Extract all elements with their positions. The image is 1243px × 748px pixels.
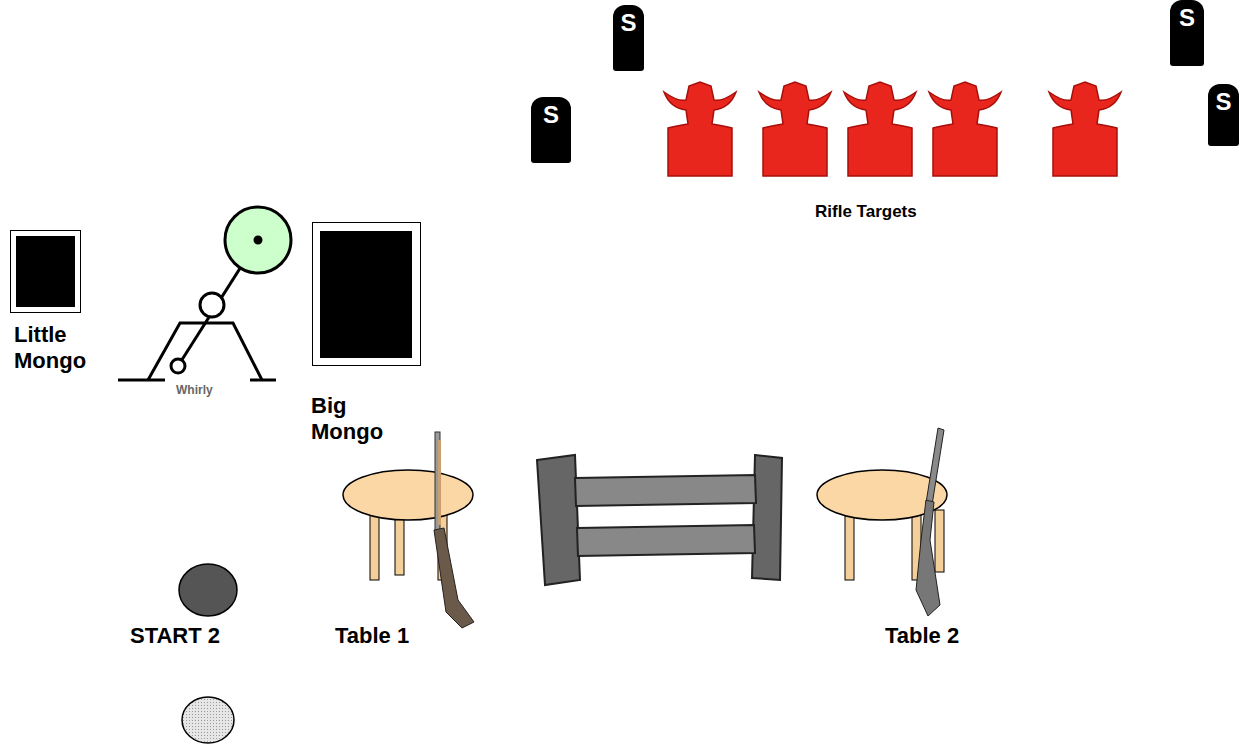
cowboy-target	[1049, 82, 1121, 176]
shooter-plate: S	[1170, 0, 1204, 66]
shooter-plate: S	[531, 97, 571, 163]
table-1	[343, 470, 473, 580]
cowboy-target	[759, 82, 831, 176]
whirly-target	[118, 207, 291, 380]
fence	[537, 455, 782, 585]
target-label: Rifle Targets	[815, 202, 917, 222]
rifle	[434, 432, 474, 628]
table-label: Table 1	[335, 623, 409, 649]
plate-letter: S	[531, 97, 571, 127]
plate-letter: S	[1170, 0, 1204, 30]
target-label: Big Mongo	[311, 393, 386, 446]
target-label: Little Mongo	[14, 322, 89, 375]
position-label: START 2	[130, 623, 220, 649]
table-label: Table 2	[885, 623, 959, 649]
position-marker	[182, 697, 234, 743]
cowboy-target	[929, 82, 1001, 176]
rifle-targets	[664, 82, 1121, 176]
shooter-plate: S	[1208, 84, 1239, 146]
shotgun	[916, 428, 944, 616]
big-mongo-target	[313, 223, 421, 366]
plate-letter: S	[613, 5, 644, 35]
shooter-plate: S	[613, 5, 644, 71]
little-mongo-target	[11, 231, 81, 313]
plate-letter: S	[1208, 84, 1239, 114]
cowboy-target	[664, 82, 736, 176]
cowboy-target	[844, 82, 916, 176]
start-marker	[179, 564, 237, 616]
target-label: Whirly	[176, 383, 213, 397]
